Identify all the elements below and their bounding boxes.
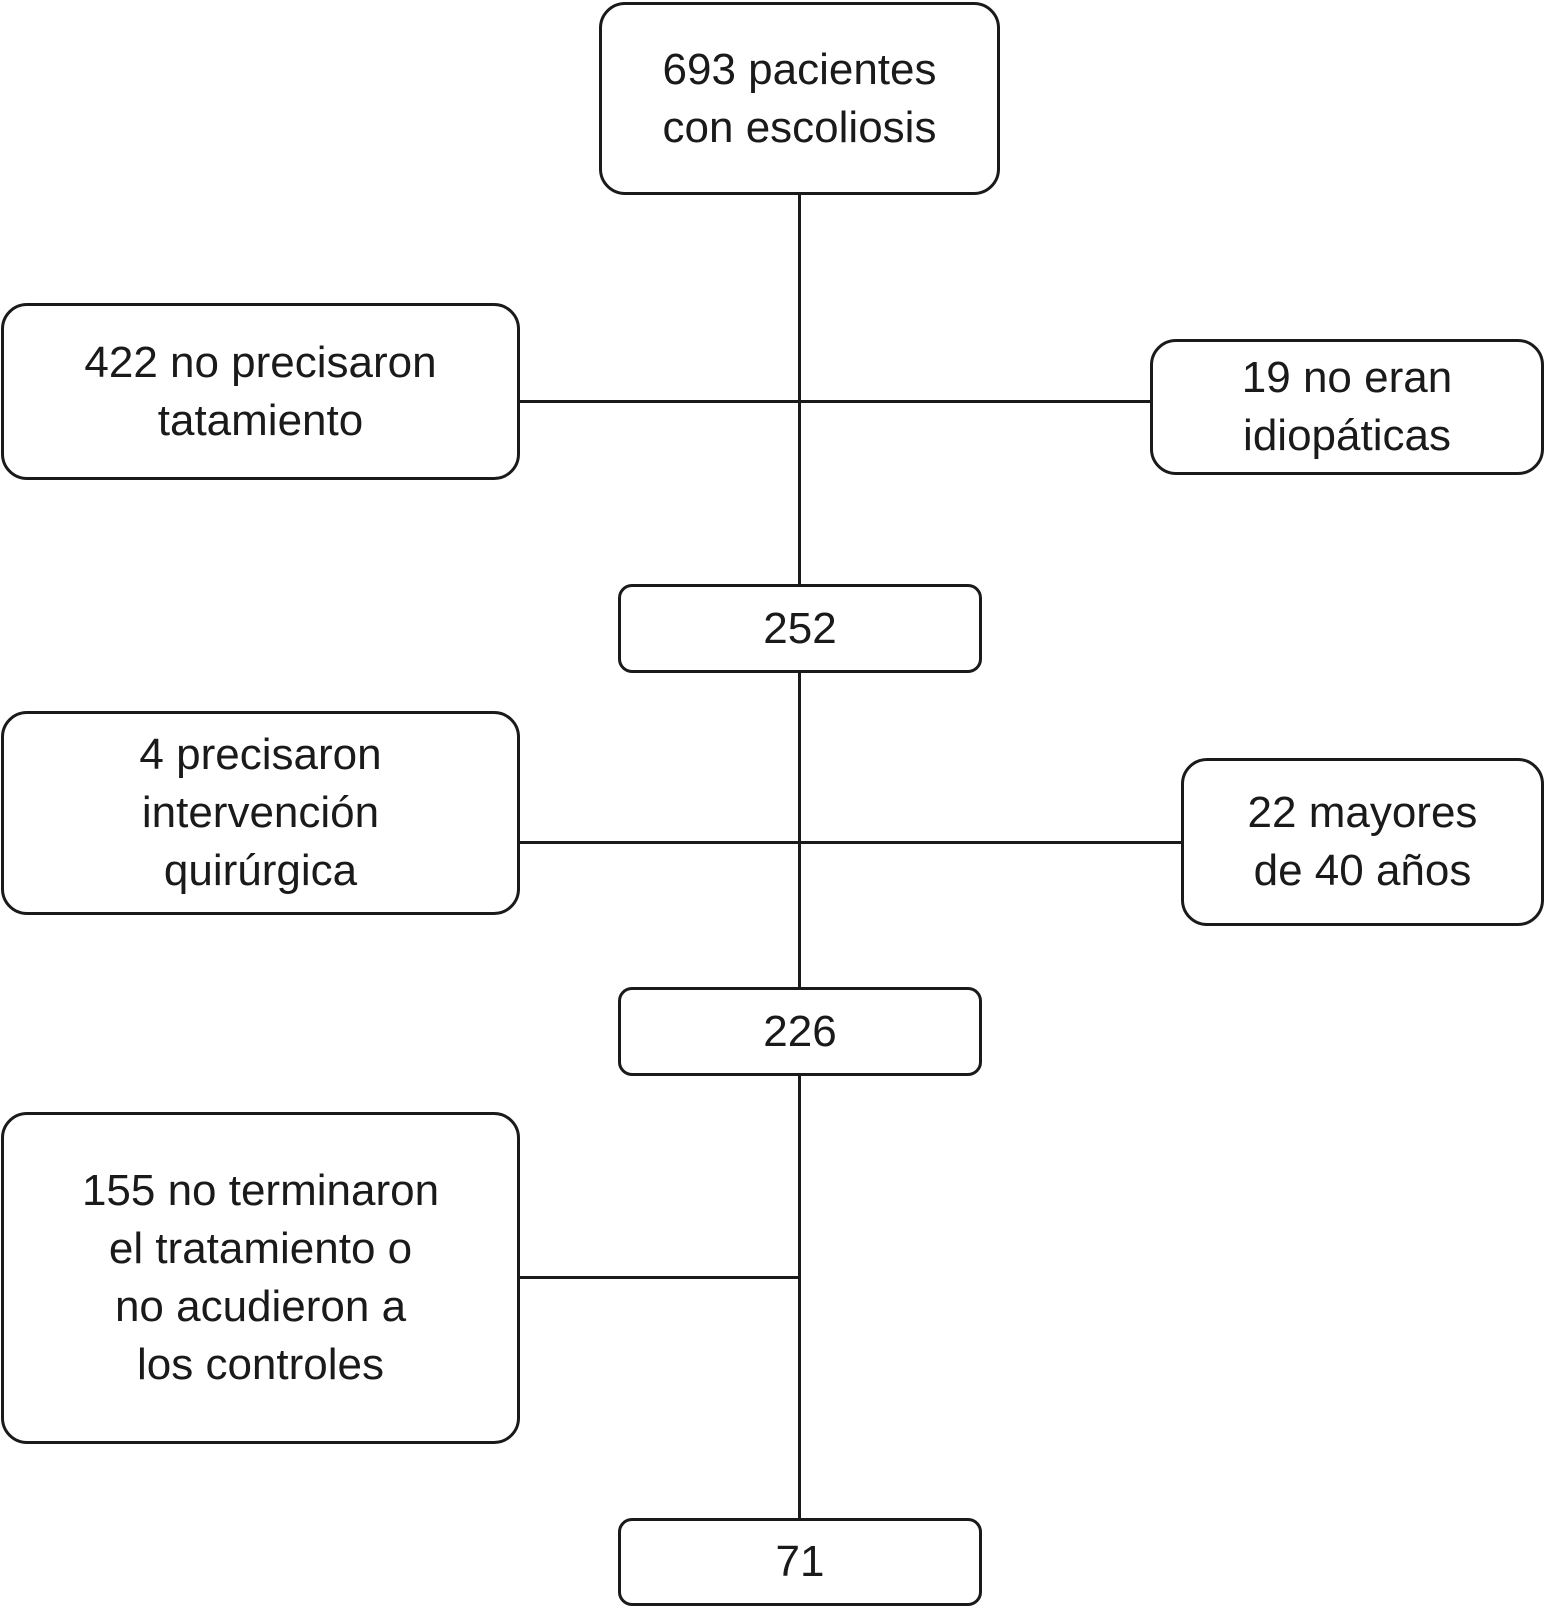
count-box-226-label: 226 [763,1006,837,1056]
exclusion-box-no-treatment-label: 422 no precisaron tatamiento [84,337,437,445]
count-box-71-label: 71 [775,1537,825,1586]
exclusion-box-over-40: 22 mayores de 40 años [1181,758,1544,926]
count-box-252-label: 252 [763,603,837,653]
exclusion-box-not-idiopathic: 19 no eran idiopáticas [1150,339,1544,475]
count-box-71: 71 [618,1518,982,1606]
main-trunk-line [798,192,801,1520]
connector-exclusion-3 [518,1276,800,1279]
exclusion-box-no-treatment: 422 no precisaron tatamiento [1,303,520,480]
exclusion-box-dropout: 155 no terminaron el tratamiento o no ac… [1,1112,520,1444]
connector-exclusion-2 [518,841,1182,844]
exclusion-box-not-idiopathic-label: 19 no eran idiopáticas [1241,353,1453,460]
exclusion-box-surgery: 4 precisaron intervención quirúrgica [1,711,520,915]
count-box-226: 226 [618,987,982,1076]
count-box-252: 252 [618,584,982,673]
start-box-label: 693 pacientes con escoliosis [662,44,937,152]
exclusion-box-surgery-label: 4 precisaron intervención quirúrgica [139,730,382,895]
start-box: 693 pacientes con escoliosis [599,2,1000,195]
exclusion-box-over-40-label: 22 mayores de 40 años [1247,788,1478,895]
connector-exclusion-1 [518,400,1152,403]
exclusion-box-dropout-label: 155 no terminaron el tratamiento o no ac… [81,1166,440,1389]
